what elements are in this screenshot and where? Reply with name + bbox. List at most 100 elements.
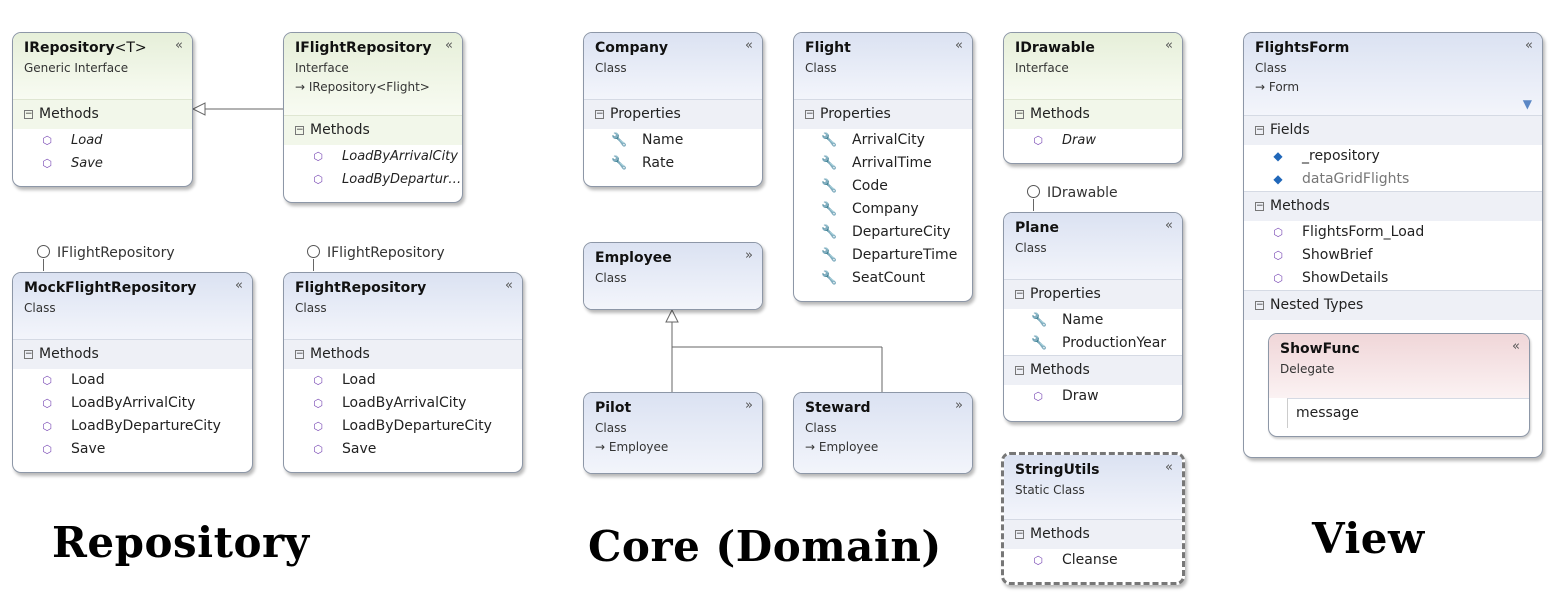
collapse-section-icon[interactable]: − — [24, 349, 33, 359]
irepository-box[interactable]: IRepository<T> Generic Interface « −Meth… — [12, 32, 193, 187]
employee-box[interactable]: Employee Class » — [583, 242, 763, 310]
idrawable-methods-section[interactable]: −Methods — [1004, 99, 1182, 129]
plane-properties-section[interactable]: −Properties — [1004, 279, 1182, 309]
pilot-box[interactable]: Pilot Class → Employee » — [583, 392, 763, 474]
flightrepository-box[interactable]: FlightRepository Class « −Methods ⬡Load … — [283, 272, 523, 473]
mockflightrepository-box[interactable]: MockFlightRepository Class « −Methods ⬡L… — [12, 272, 253, 473]
idrawable-box[interactable]: IDrawable Interface « −Methods ⬡Draw — [1003, 32, 1183, 164]
member-item[interactable]: ⬡Save — [284, 438, 522, 461]
flight-box[interactable]: Flight Class « −Properties 🔧ArrivalCity … — [793, 32, 973, 302]
member-item[interactable]: 🔧Rate — [584, 152, 762, 175]
stringutils-box[interactable]: StringUtils Static Class « −Methods ⬡Cle… — [1001, 452, 1185, 585]
flightsform-title: FlightsForm — [1255, 40, 1350, 56]
member-item[interactable]: ◆_repository — [1244, 145, 1542, 168]
member-item[interactable]: ⬡Load — [13, 129, 192, 152]
wrench-property-icon: 🔧 — [1031, 313, 1048, 328]
plane-title: Plane — [1015, 220, 1059, 236]
member-item[interactable]: ⬡Load — [284, 369, 522, 392]
inherit-arrow-employee — [665, 308, 679, 323]
collapse-section-icon[interactable]: − — [805, 109, 814, 119]
flightsform-fields-section[interactable]: −Fields — [1244, 115, 1542, 145]
member-item[interactable]: ⬡LoadByDeparture... — [284, 168, 462, 191]
collapse-toggle-icon[interactable]: « — [745, 38, 753, 53]
iflightrepository-methods-section[interactable]: −Methods — [284, 115, 462, 145]
collapse-toggle-icon[interactable]: « — [1525, 38, 1533, 53]
member-item[interactable]: 🔧ProductionYear — [1004, 332, 1182, 355]
member-item[interactable]: ⬡Draw — [1004, 129, 1182, 152]
collapse-section-icon[interactable]: − — [1015, 289, 1024, 299]
flight-kind: Class — [805, 61, 837, 75]
member-item[interactable]: ⬡LoadByArrivalCity — [284, 145, 462, 168]
collapse-section-icon[interactable]: − — [295, 125, 304, 135]
showfunc-delegate-box[interactable]: ShowFunc Delegate « message — [1268, 333, 1530, 437]
member-item[interactable]: ⬡ShowBrief — [1244, 244, 1542, 267]
collapse-toggle-icon[interactable]: « — [175, 38, 183, 53]
member-item[interactable]: ◆dataGridFlights — [1244, 168, 1542, 191]
mockflightrepository-methods-section[interactable]: −Methods — [13, 339, 252, 369]
filter-funnel-icon[interactable]: ▼ — [1522, 97, 1532, 111]
member-item[interactable]: 🔧DepartureCity — [794, 221, 972, 244]
member-item[interactable]: ⬡ShowDetails — [1244, 267, 1542, 290]
method-icon: ⬡ — [313, 420, 323, 433]
flightsform-methods-section[interactable]: −Methods — [1244, 191, 1542, 221]
collapse-section-icon[interactable]: − — [24, 109, 33, 119]
iflightrepository-box[interactable]: IFlightRepository Interface → IRepositor… — [283, 32, 463, 203]
steward-box[interactable]: Steward Class → Employee » — [793, 392, 973, 474]
stringutils-methods-section[interactable]: −Methods — [1004, 519, 1182, 549]
company-box[interactable]: Company Class « −Properties 🔧Name 🔧Rate — [583, 32, 763, 187]
section-label-repository: Repository — [52, 518, 310, 567]
pilot-kind: Class — [595, 421, 627, 435]
method-icon: ⬡ — [313, 443, 323, 456]
irepository-methods-section[interactable]: −Methods — [13, 99, 192, 129]
collapse-section-icon[interactable]: − — [1255, 300, 1264, 310]
collapse-toggle-icon[interactable]: « — [1165, 218, 1173, 233]
collapse-section-icon[interactable]: − — [1255, 201, 1264, 211]
collapse-section-icon[interactable]: − — [1015, 109, 1024, 119]
member-item[interactable]: 🔧ArrivalCity — [794, 129, 972, 152]
collapse-section-icon[interactable]: − — [595, 109, 604, 119]
collapse-section-icon[interactable]: − — [1015, 529, 1024, 539]
member-item[interactable]: 🔧Name — [1004, 309, 1182, 332]
collapse-toggle-icon[interactable]: « — [1165, 460, 1173, 475]
member-item[interactable]: ⬡LoadByDepartureCity — [284, 415, 522, 438]
member-item[interactable]: 🔧Name — [584, 129, 762, 152]
member-item[interactable]: ⬡Load — [13, 369, 252, 392]
method-icon: ⬡ — [1273, 272, 1283, 285]
collapse-section-icon[interactable]: − — [295, 349, 304, 359]
plane-methods-section[interactable]: −Methods — [1004, 355, 1182, 385]
collapse-section-icon[interactable]: − — [1255, 125, 1264, 135]
expand-toggle-icon[interactable]: » — [745, 398, 753, 413]
member-item[interactable]: ⬡Cleanse — [1004, 549, 1182, 572]
member-item[interactable]: ⬡FlightsForm_Load — [1244, 221, 1542, 244]
collapse-toggle-icon[interactable]: « — [1165, 38, 1173, 53]
collapse-toggle-icon[interactable]: « — [505, 278, 513, 293]
collapse-toggle-icon[interactable]: « — [955, 38, 963, 53]
company-properties-section[interactable]: −Properties — [584, 99, 762, 129]
member-item[interactable]: ⬡LoadByArrivalCity — [13, 392, 252, 415]
member-item[interactable]: 🔧Code — [794, 175, 972, 198]
member-item[interactable]: 🔧Company — [794, 198, 972, 221]
member-item[interactable]: 🔧DepartureTime — [794, 244, 972, 267]
collapse-section-icon[interactable]: − — [1015, 365, 1024, 375]
flightsform-nested-types-section[interactable]: −Nested Types — [1244, 290, 1542, 320]
collapse-toggle-icon[interactable]: « — [445, 38, 453, 53]
flightsform-box[interactable]: FlightsForm Class → Form « ▼ −Fields ◆_r… — [1243, 32, 1543, 458]
flight-properties-section[interactable]: −Properties — [794, 99, 972, 129]
method-icon: ⬡ — [1033, 134, 1043, 147]
flightrepository-kind: Class — [295, 301, 327, 315]
company-header: Company Class « — [584, 33, 762, 99]
expand-toggle-icon[interactable]: » — [955, 398, 963, 413]
flightrepository-methods-section[interactable]: −Methods — [284, 339, 522, 369]
member-item[interactable]: 🔧ArrivalTime — [794, 152, 972, 175]
member-item[interactable]: ⬡LoadByDepartureCity — [13, 415, 252, 438]
member-item[interactable]: 🔧SeatCount — [794, 267, 972, 290]
collapse-toggle-icon[interactable]: « — [1512, 339, 1520, 354]
plane-box[interactable]: Plane Class « −Properties 🔧Name 🔧Product… — [1003, 212, 1183, 422]
member-item[interactable]: ⬡Draw — [1004, 385, 1182, 408]
member-item[interactable]: ⬡LoadByArrivalCity — [284, 392, 522, 415]
member-item[interactable]: ⬡Save — [13, 152, 192, 175]
member-item[interactable]: ⬡Save — [13, 438, 252, 461]
expand-toggle-icon[interactable]: » — [745, 248, 753, 263]
collapse-toggle-icon[interactable]: « — [235, 278, 243, 293]
